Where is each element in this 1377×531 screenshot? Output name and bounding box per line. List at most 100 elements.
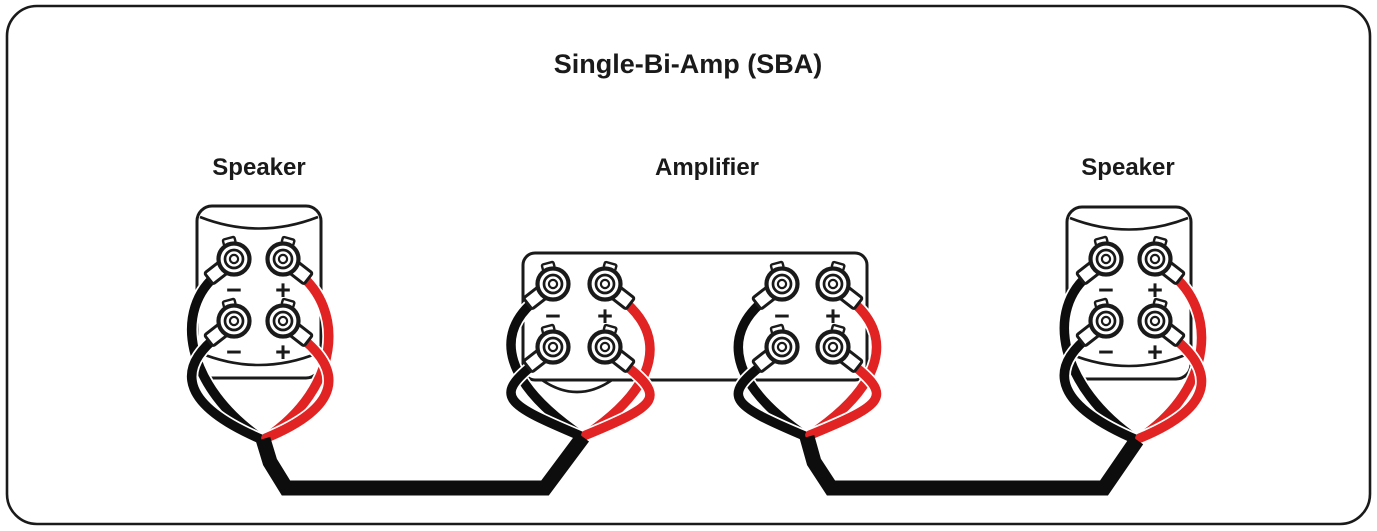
post-middle-ring-icon <box>1144 310 1166 332</box>
binding-post <box>751 260 800 310</box>
post-center-hole-icon <box>547 278 559 290</box>
speaker-wire-negative <box>506 293 588 442</box>
speaker-wire-positive <box>261 330 334 443</box>
post-middle-ring-icon <box>771 273 793 295</box>
post-middle-ring-icon <box>272 310 294 332</box>
speaker-right-bottom-curve <box>1069 352 1189 368</box>
speaker-wire-negative <box>187 330 268 445</box>
post-center-hole-icon <box>599 278 611 290</box>
post-middle-ring-icon <box>594 273 616 295</box>
post-middle-ring-icon <box>1095 310 1117 332</box>
terminal-sign-negative: − <box>545 301 561 331</box>
speaker-left-terminals <box>185 267 336 446</box>
amp-right-terminals-posts <box>751 260 864 373</box>
speaker-left-terminals-posts <box>203 235 314 347</box>
binding-post <box>203 297 252 347</box>
post-center-hole-icon <box>776 278 788 290</box>
terminal-sign-positive: + <box>1147 337 1163 367</box>
post-middle-ring-icon <box>1144 248 1166 270</box>
binding-post <box>587 260 636 310</box>
speaker-wire-negative <box>1059 330 1142 445</box>
speaker-left-top-curve <box>199 215 319 230</box>
speaker-wire-negative <box>506 356 588 442</box>
post-center-hole-icon <box>599 341 611 353</box>
post-center-hole-icon <box>827 341 839 353</box>
speaker-wire-positive <box>805 293 882 440</box>
speaker-left-box <box>195 204 323 380</box>
binding-post <box>203 235 252 285</box>
post-middle-ring-icon <box>771 336 793 358</box>
binding-post <box>1075 235 1124 285</box>
post-center-hole-icon <box>228 315 240 327</box>
post-center-hole-icon <box>1100 253 1112 265</box>
label-speaker-left: Speaker <box>212 154 305 181</box>
post-center-hole-icon <box>547 341 559 353</box>
speaker-wire-positive <box>1135 330 1207 443</box>
speaker-wire-negative <box>733 293 812 442</box>
speaker-cable-trunk <box>255 432 590 496</box>
terminal-sign-positive: + <box>597 301 613 331</box>
binding-post <box>1137 297 1186 347</box>
amp-left-terminals-posts <box>522 260 636 373</box>
amp-right-terminals <box>731 292 884 443</box>
speaker-cable-trunk <box>799 434 1144 496</box>
amplifier-box <box>521 251 869 394</box>
post-middle-ring-icon <box>822 273 844 295</box>
post-center-hole-icon <box>827 278 839 290</box>
post-center-hole-icon <box>277 315 289 327</box>
post-center-hole-icon <box>1149 315 1161 327</box>
binding-post <box>1137 235 1186 285</box>
post-middle-ring-icon <box>1095 248 1117 270</box>
speaker-wire-negative <box>186 268 268 445</box>
binding-post <box>522 323 571 373</box>
binding-post <box>815 260 864 310</box>
post-middle-ring-icon <box>594 336 616 358</box>
speaker-wire-negative <box>733 356 812 442</box>
binding-post <box>815 323 864 373</box>
diagram-title: Single-Bi-Amp (SBA) <box>554 49 822 79</box>
post-middle-ring-icon <box>272 248 294 270</box>
binding-post <box>265 235 314 285</box>
terminal-sign-negative: − <box>226 337 242 367</box>
post-center-hole-icon <box>277 253 289 265</box>
terminal-sign-negative: − <box>1098 337 1114 367</box>
speaker-right-terminals <box>1057 267 1209 446</box>
terminal-sign-negative: − <box>1098 275 1114 305</box>
binding-post <box>587 323 636 373</box>
wiring-layer: −+−+−+−+−+−+ <box>185 235 1209 496</box>
speaker-right-terminals-posts <box>1075 235 1186 347</box>
post-middle-ring-icon <box>223 248 245 270</box>
speaker-right-top-curve <box>1069 216 1189 231</box>
binding-post <box>1075 297 1124 347</box>
binding-post <box>265 297 314 347</box>
label-amplifier: Amplifier <box>655 154 759 181</box>
post-center-hole-icon <box>228 253 240 265</box>
post-center-hole-icon <box>1100 315 1112 327</box>
post-middle-ring-icon <box>822 336 844 358</box>
binding-post <box>751 323 800 373</box>
post-center-hole-icon <box>1149 253 1161 265</box>
terminal-sign-negative: − <box>226 275 242 305</box>
speaker-left-bottom-curve <box>199 351 319 367</box>
speaker-wire-positive <box>581 293 655 440</box>
post-middle-ring-icon <box>542 273 564 295</box>
label-speaker-right: Speaker <box>1081 154 1174 181</box>
amp-left-terminals <box>504 292 657 443</box>
speaker-wire-positive <box>805 356 882 440</box>
terminal-sign-positive: + <box>1147 275 1163 305</box>
speaker-wire-positive <box>1135 268 1207 443</box>
terminal-sign-positive: + <box>275 337 291 367</box>
terminal-sign-negative: − <box>774 301 790 331</box>
post-middle-ring-icon <box>542 336 564 358</box>
amplifier-bottom-curve <box>541 378 613 394</box>
speaker-wire-positive <box>261 268 334 443</box>
diagram-border <box>5 4 1372 526</box>
post-center-hole-icon <box>776 341 788 353</box>
binding-post <box>522 260 571 310</box>
post-middle-ring-icon <box>223 310 245 332</box>
speaker-right-box <box>1065 205 1193 381</box>
terminal-sign-positive: + <box>825 301 841 331</box>
speaker-wire-positive <box>581 356 655 440</box>
